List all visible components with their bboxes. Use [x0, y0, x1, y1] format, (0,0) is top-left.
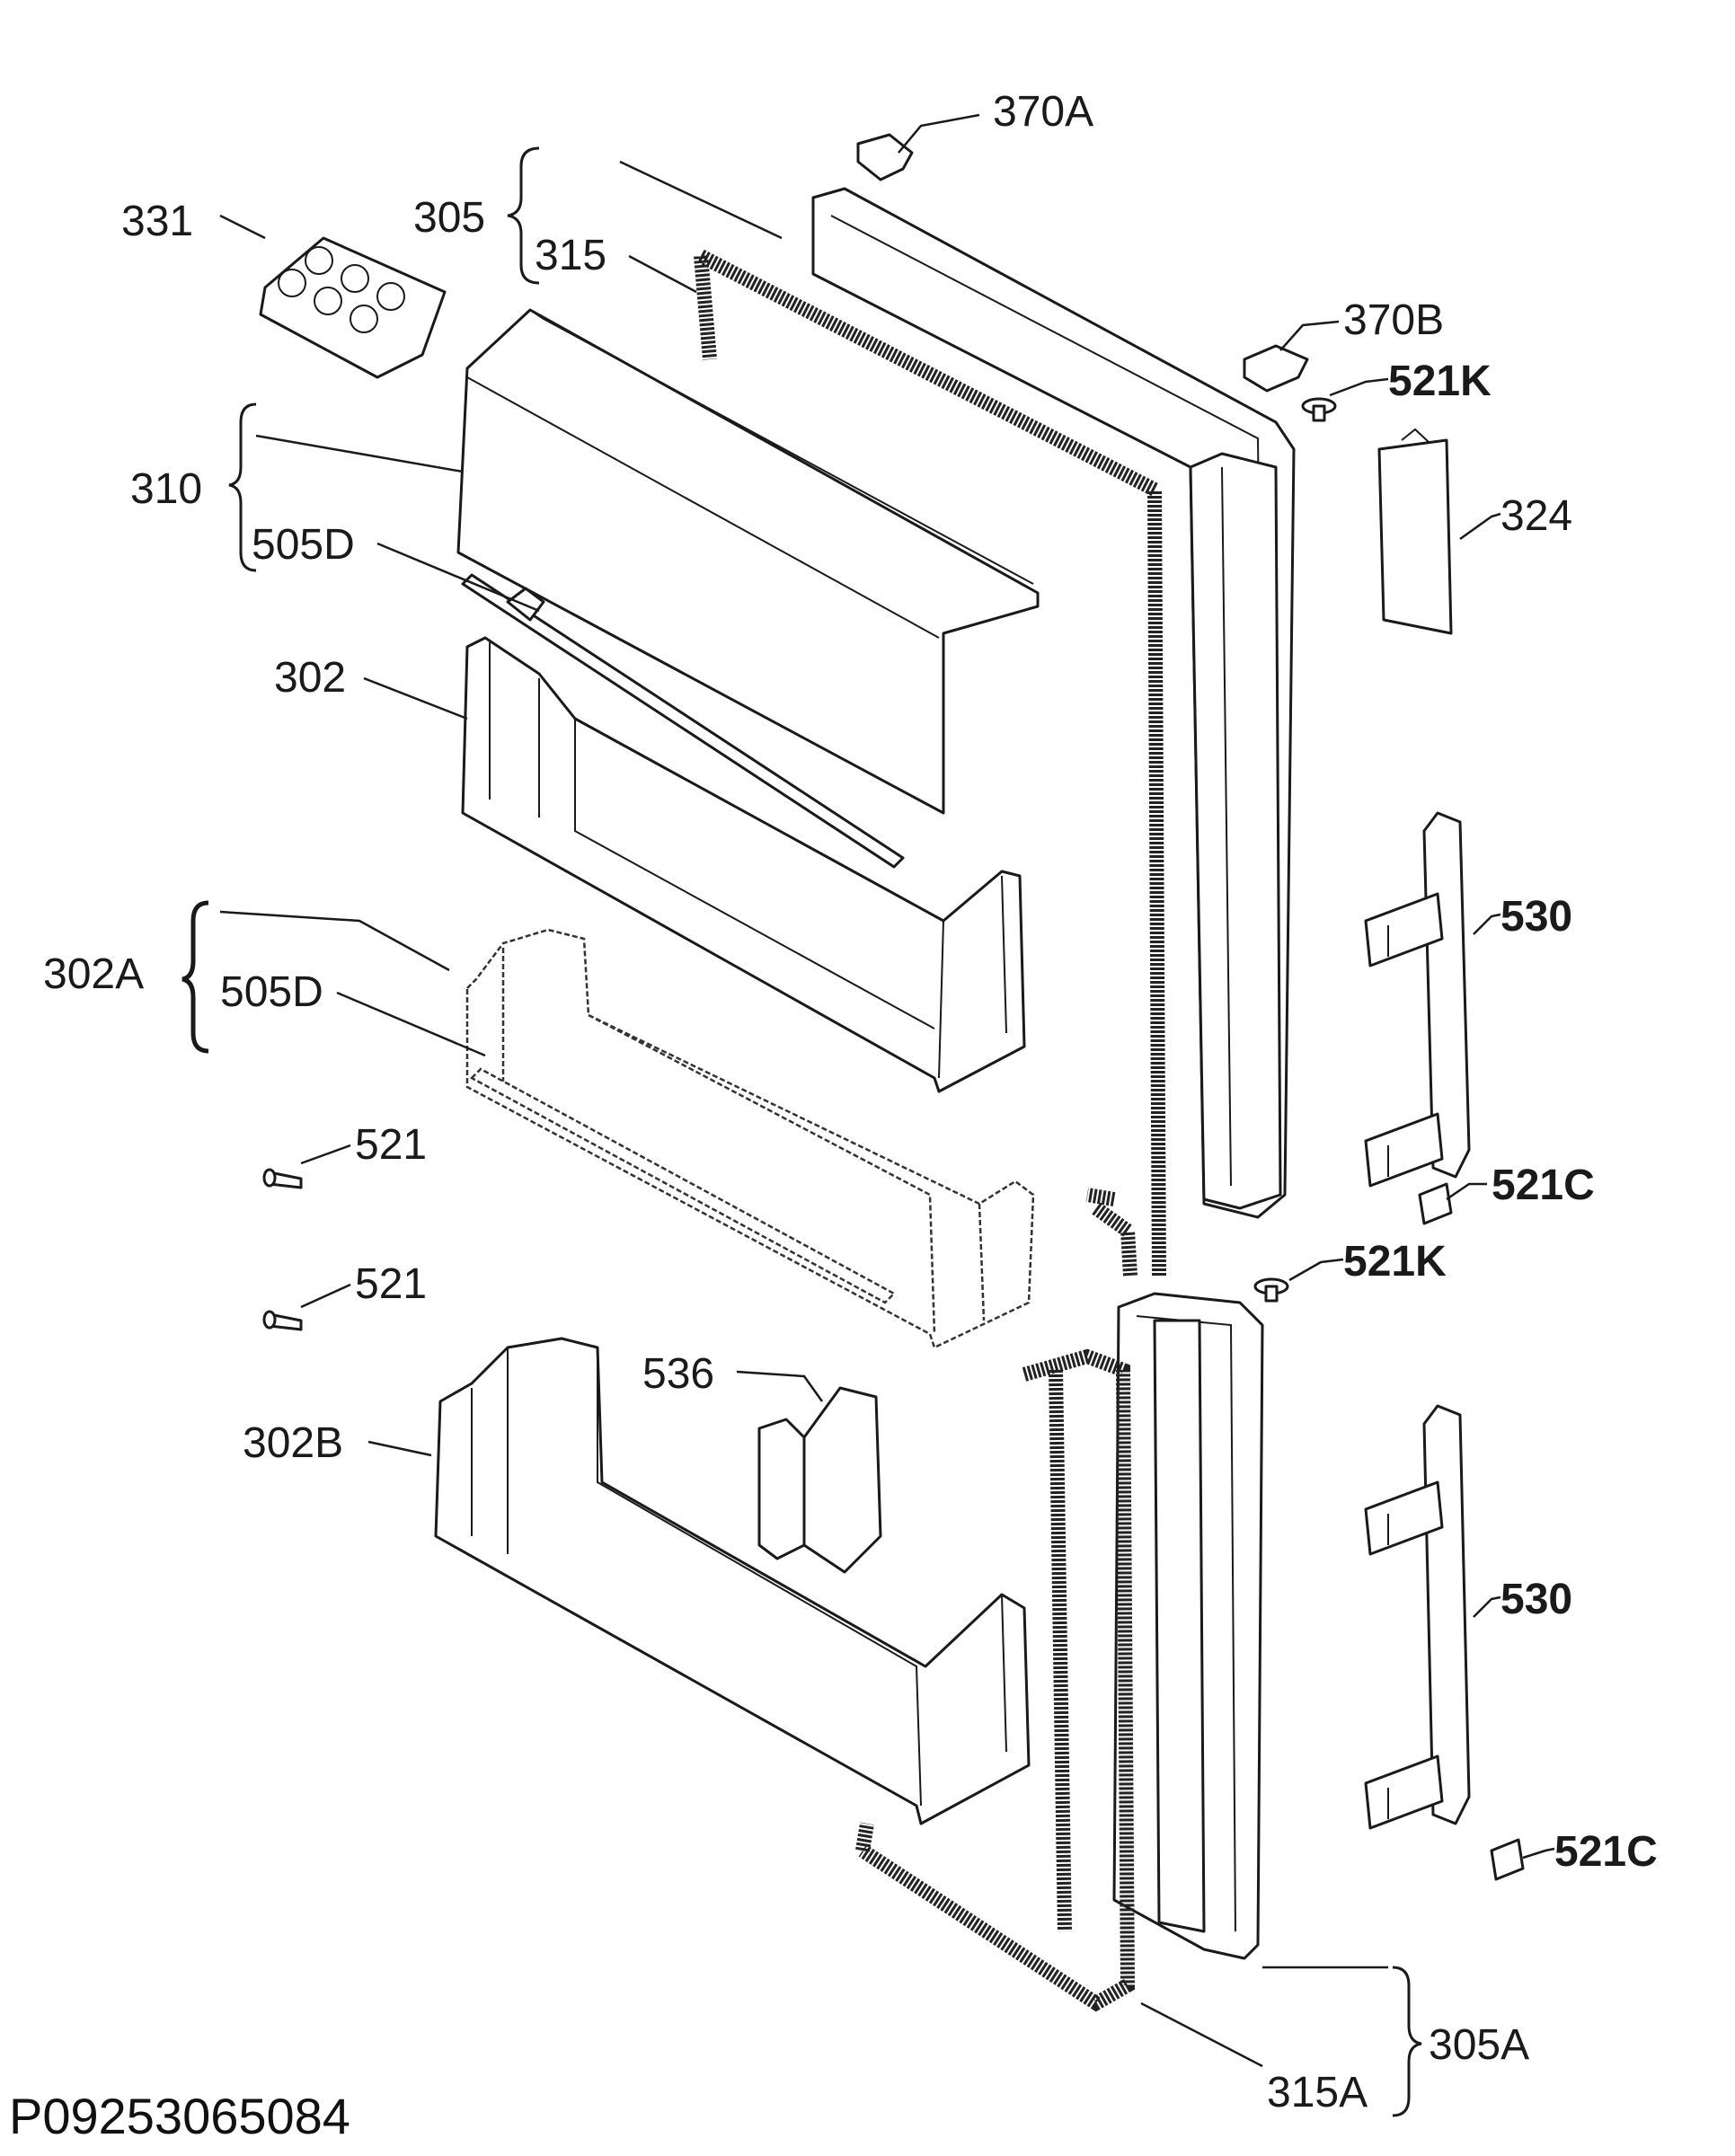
door-shelf-302a-part: [465, 928, 1035, 1349]
divider-536-part: [757, 1386, 882, 1574]
label-505d-top: 505D: [252, 521, 355, 569]
screw-521k-mid-part: [1253, 1277, 1289, 1303]
handle-530-bottom-part: [1364, 1404, 1471, 1830]
clip-521c-top-part: [1418, 1182, 1453, 1225]
door-shelf-302-part: [461, 636, 1026, 1093]
handle-530-top-part: [1364, 811, 1471, 1188]
leader-lines: [219, 113, 1555, 2068]
label-324: 324: [1500, 492, 1572, 540]
screw-521k-top-part: [1301, 397, 1337, 422]
clip-521c-bottom-part: [1490, 1838, 1525, 1881]
brace-305a: [1392, 1966, 1422, 2117]
shelf-cover-310-part: [456, 308, 1040, 815]
screw-521-a-part: [262, 1168, 303, 1189]
cap-370b-part: [1243, 344, 1309, 393]
label-521k-top: 521K: [1388, 358, 1492, 405]
label-305a: 305A: [1429, 2021, 1529, 2069]
upper-door-frame: [811, 187, 1296, 1219]
label-302: 302: [274, 654, 346, 702]
label-310: 310: [130, 465, 202, 513]
label-521k-mid: 521K: [1343, 1238, 1447, 1286]
brace-310: [228, 402, 257, 572]
label-530-top: 530: [1500, 893, 1572, 941]
cover-324-part: [1377, 428, 1453, 635]
lower-door-frame: [1112, 1292, 1264, 1960]
door-shelf-302b-part: [434, 1337, 1031, 1825]
label-521-b: 521: [355, 1260, 427, 1308]
label-521-a: 521: [355, 1121, 427, 1169]
label-370a: 370A: [993, 88, 1093, 136]
label-536: 536: [642, 1350, 714, 1398]
egg-tray-331-part: [259, 236, 447, 379]
label-302a: 302A: [43, 950, 144, 998]
brace-302a: [181, 900, 209, 1054]
label-521c-bottom: 521C: [1554, 1828, 1658, 1876]
upper-door-seal: [694, 249, 1166, 1277]
diagram-code: P09253065084: [9, 2088, 350, 2144]
screw-521-b-part: [262, 1310, 303, 1331]
label-331: 331: [121, 198, 193, 245]
label-505d-mid: 505D: [220, 968, 323, 1016]
label-315: 315: [535, 232, 606, 279]
rail-505d-mid-part: [469, 1067, 897, 1304]
label-370b: 370B: [1343, 296, 1444, 344]
lower-door-seal: [855, 1348, 1136, 2012]
label-305: 305: [413, 194, 485, 242]
cap-370a-part: [856, 133, 914, 181]
label-302b: 302B: [243, 1419, 343, 1467]
label-530-bottom: 530: [1500, 1576, 1572, 1623]
label-521c-top: 521C: [1492, 1162, 1595, 1209]
label-315a: 315A: [1267, 2069, 1368, 2116]
brace-305: [507, 146, 540, 285]
